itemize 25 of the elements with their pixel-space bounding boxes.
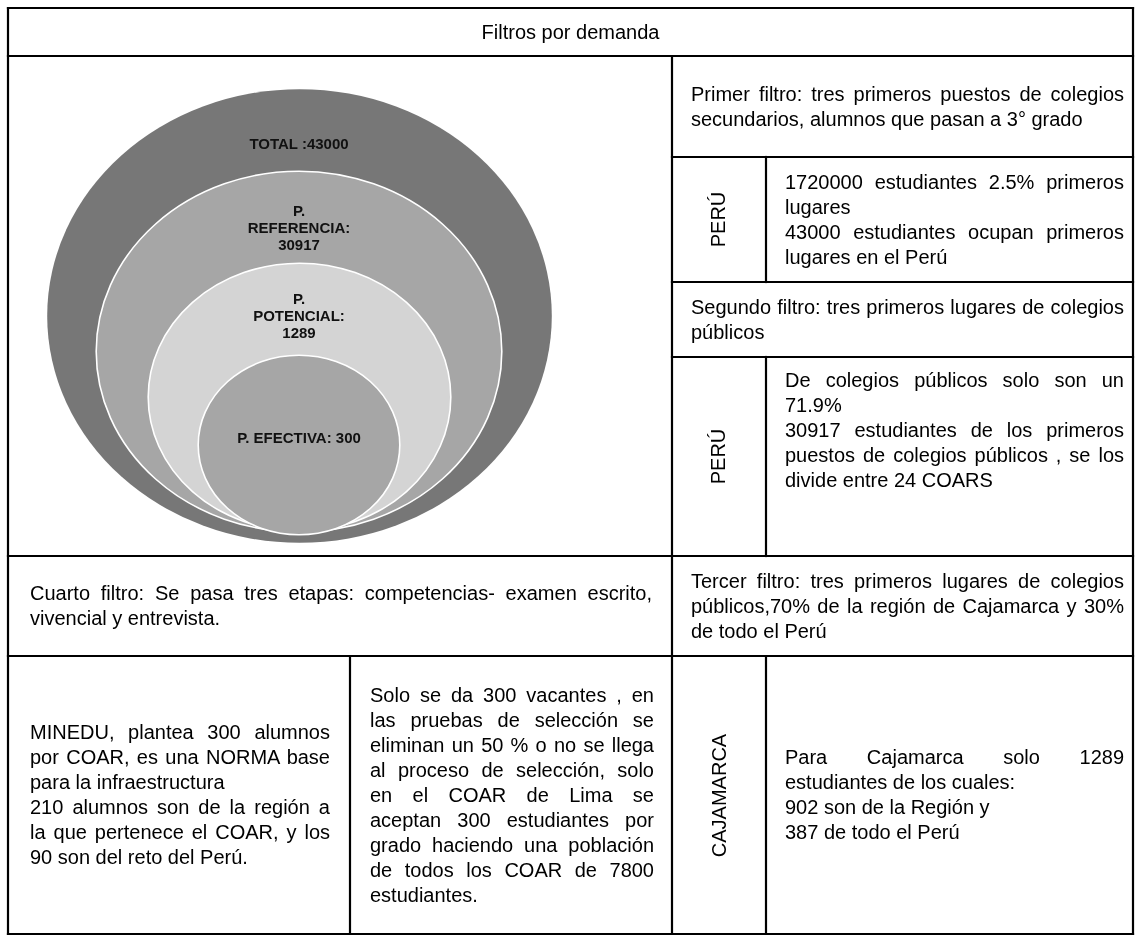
- table-cell-text: 43000 estudiantes ocupan primeros lugares en el Perú: [785, 219, 1124, 270]
- table-cell-text: Para Cajamarca solo 1289 estudiantes de los cuales:: [785, 745, 1124, 795]
- ellipse-label: P. POTENCIAL: 1289: [252, 290, 346, 341]
- table-cell-text: 30917 estudiantes de los primeros puestos de colegios públicos , se los divide entre 24 COARS: [785, 418, 1124, 493]
- table-cell-text: 1720000 estudiantes 2.5% primeros lugares: [785, 169, 1124, 220]
- ellipse-label: P. EFECTIVA: 300: [236, 429, 362, 446]
- row-label: PERÚ: [706, 428, 731, 485]
- ellipse: [46, 88, 553, 544]
- table-cell-text: Cuarto filtro: Se pasa tres etapas: competencias- examen escrito, vivencial y entrevista.: [30, 581, 652, 631]
- table-cell-text: Primer filtro: tres primeros puestos de colegios secundarios, alumnos que pasan a 3° grado: [691, 81, 1124, 132]
- table-cell-text: Segundo filtro: tres primeros lugares de colegios públicos: [691, 294, 1124, 345]
- table-cell-text: De colegios públicos solo son un 71.9%: [785, 368, 1124, 418]
- table-cell-text: Solo se da 300 vacantes , en las pruebas de selección se eliminan un 50 % o no se llega al proceso de selección, solo en el COAR de Lima se aceptan 300 estudiantes por grado haciendo una población de todos los COAR de 7800 estudiantes.: [370, 682, 654, 908]
- table-cell-text: MINEDU, plantea 300 alumnos por COAR, es una NORMA base para la infraestructura: [30, 720, 330, 795]
- table-cell-text: 387 de todo el Perú: [785, 820, 961, 845]
- table-cell-text: 902 son de la Región y: [785, 795, 991, 820]
- table-header: Filtros por demanda: [480, 19, 661, 45]
- row-label: PERÚ: [706, 191, 731, 248]
- table-cell-text: 210 alumnos son de la región a la que pertenece el COAR, y los 90 son del reto del Perú.: [30, 795, 330, 870]
- ellipse: [197, 354, 401, 536]
- ellipse: [95, 170, 503, 533]
- ellipse-label: TOTAL :43000: [248, 135, 350, 152]
- ellipse-label: P. REFERENCIA: 30917: [246, 202, 352, 253]
- row-label: CAJAMARCA: [706, 733, 731, 857]
- table-cell-text: Tercer filtro: tres primeros lugares de colegios públicos,70% de la región de Cajamarca y 30% de todo el Perú: [691, 568, 1124, 644]
